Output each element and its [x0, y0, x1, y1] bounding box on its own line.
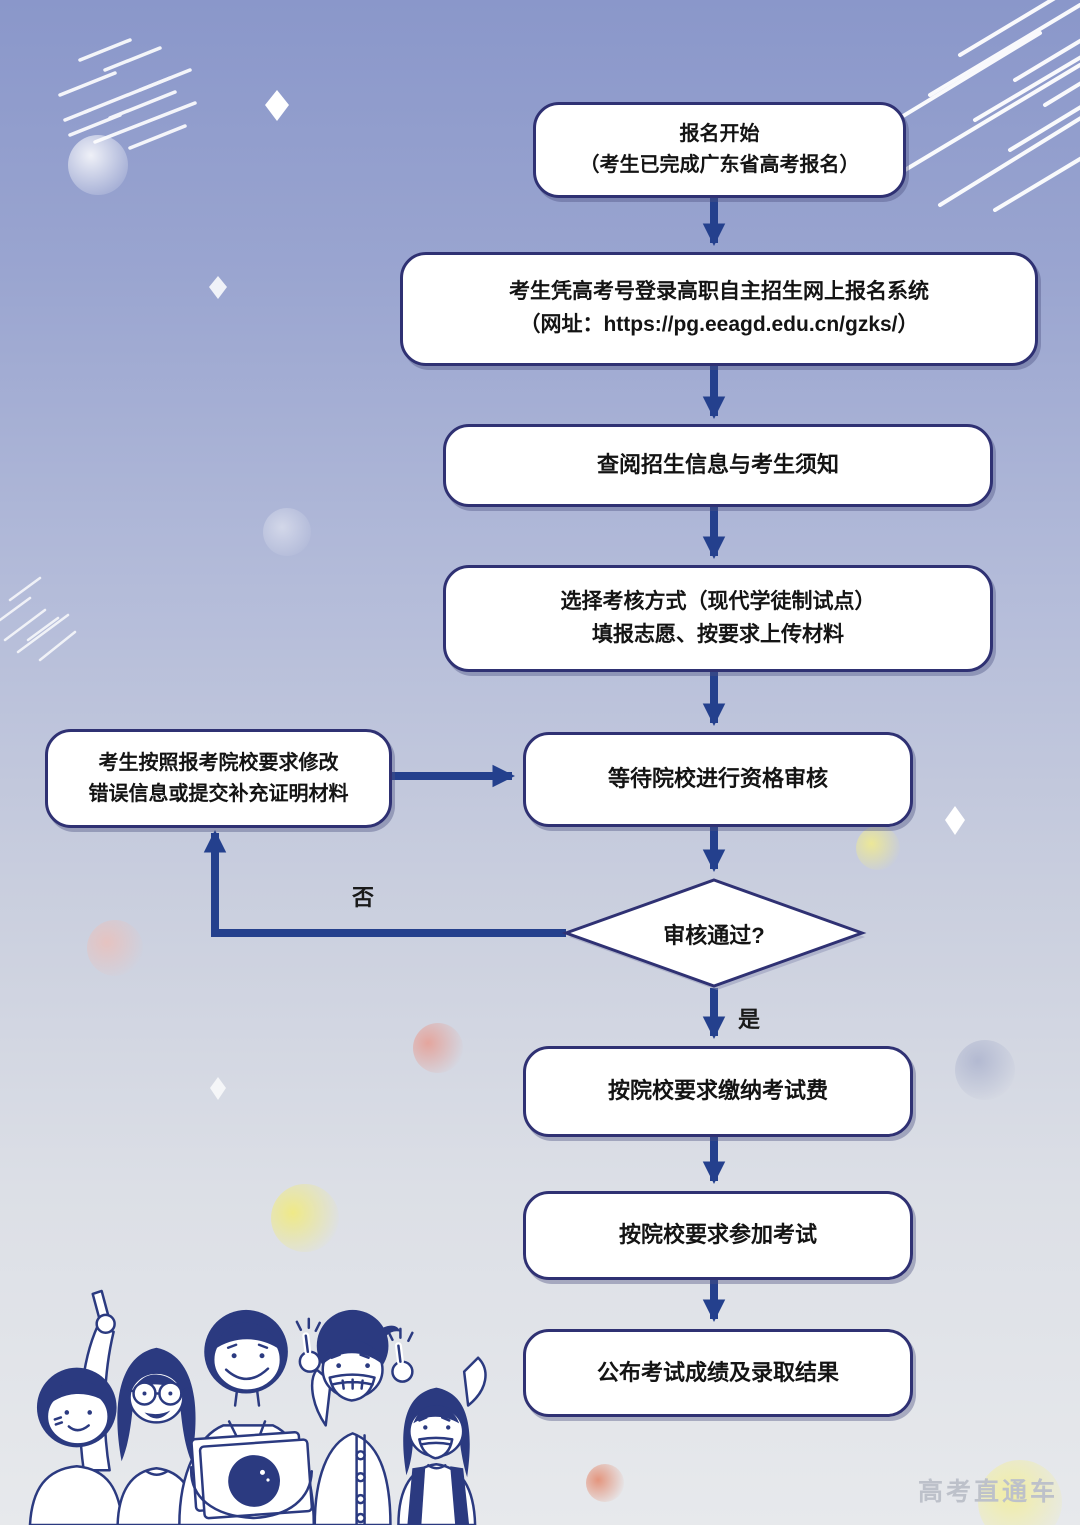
- branch-label-no: 否: [352, 885, 375, 910]
- student-backpack-girl: [387, 1327, 487, 1525]
- flow-node-pay-line1: 按院校要求缴纳考试费: [607, 1078, 828, 1104]
- flow-node-exam-line1: 按院校要求参加考试: [618, 1222, 817, 1248]
- flow-node-start-line2: （考生已完成广东省高考报名）: [579, 154, 860, 176]
- decor-circle-pink-mid: [413, 1023, 463, 1073]
- flow-node-modify-materials: 考生按照报考院校要求修改 错误信息或提交补充证明材料: [45, 729, 392, 828]
- decor-diamonds: [209, 90, 965, 1100]
- arrow-decision-no: [203, 829, 566, 937]
- decor-circle-yellow-corner: [978, 1460, 1062, 1525]
- flow-node-choose-method: 选择考核方式（现代学徒制试点） 填报志愿、按要求上传材料: [443, 565, 993, 672]
- decor-circle-white: [68, 135, 128, 195]
- students-illustration: [28, 1289, 487, 1525]
- flow-node-modify-line2: 错误信息或提交补充证明材料: [88, 782, 349, 805]
- student-thumbsup-boy: [295, 1309, 401, 1525]
- decor-lines-left-middle: [0, 576, 77, 662]
- decor-circle-gray: [955, 1040, 1015, 1100]
- decor-lines-top-right: [878, 0, 1080, 212]
- student-pointing-boy: [28, 1289, 124, 1525]
- decision-label: 审核通过?: [663, 923, 765, 948]
- decor-circle-yellow-large: [271, 1184, 339, 1252]
- flow-node-wait-review: 等待院校进行资格审核: [523, 732, 913, 827]
- branch-label-yes: 是: [738, 1007, 761, 1032]
- flow-node-announce-result: 公布考试成绩及录取结果: [523, 1329, 913, 1417]
- flow-node-login: 考生凭高考号登录高职自主招生网上报名系统 （网址：https://pg.eeag…: [400, 252, 1038, 366]
- flow-node-read-info: 查阅招生信息与考生须知: [443, 424, 993, 507]
- decor-lines-top-left: [58, 38, 197, 150]
- flow-node-result-line1: 公布考试成绩及录取结果: [596, 1359, 839, 1385]
- flow-node-login-line2: （网址：https://pg.eeagd.edu.cn/gzks/）: [519, 313, 919, 336]
- flow-node-wait-line1: 等待院校进行资格审核: [607, 766, 828, 792]
- flow-node-choose-line2: 填报志愿、按要求上传材料: [592, 622, 844, 646]
- decor-circle-white-faint: [263, 508, 311, 556]
- flow-node-start-line1: 报名开始: [679, 123, 760, 145]
- flow-node-take-exam: 按院校要求参加考试: [523, 1191, 913, 1280]
- decor-circle-pink-left: [87, 920, 143, 976]
- flow-node-modify-line1: 考生按照报考院校要求修改: [98, 751, 339, 774]
- student-books-boy: [178, 1309, 316, 1525]
- flow-node-pay-fee: 按院校要求缴纳考试费: [523, 1046, 913, 1137]
- flow-node-choose-line1: 选择考核方式（现代学徒制试点）: [560, 589, 876, 613]
- watermark-text: 高考直通车: [917, 1478, 1058, 1506]
- student-glasses-girl: [116, 1347, 199, 1525]
- flow-node-login-line1: 考生凭高考号登录高职自主招生网上报名系统: [509, 280, 929, 304]
- decor-circle-salmon: [586, 1464, 624, 1502]
- flow-node-read-line1: 查阅招生信息与考生须知: [596, 452, 839, 478]
- flow-arrows: [203, 194, 726, 1323]
- decision-diamond: [561, 878, 867, 990]
- flow-node-start: 报名开始 （考生已完成广东省高考报名）: [533, 102, 906, 198]
- decor-circle-yellow-small: [856, 826, 900, 870]
